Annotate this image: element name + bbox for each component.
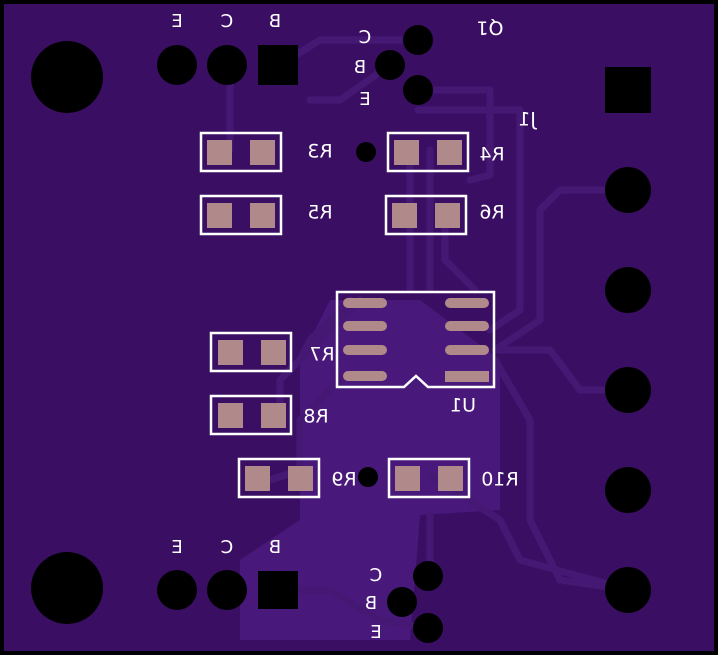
pin-label-b-bottom-q: B	[365, 593, 377, 614]
resistor-r6	[384, 194, 468, 236]
label-r9: R9	[331, 469, 356, 491]
pin-label-c-bottom-q: C	[370, 565, 383, 586]
pin-label-e-top-left: E	[171, 11, 182, 32]
resistor-r8	[209, 394, 293, 436]
resistor-r4	[386, 131, 470, 173]
label-r8: R8	[303, 406, 328, 428]
pin-b-bottom-left	[258, 571, 298, 609]
label-r7: R7	[309, 344, 334, 366]
pin-label-e-q1: E	[359, 89, 370, 110]
bottom-q-pin-b	[387, 587, 417, 617]
label-j1: J1	[518, 109, 537, 131]
label-u1: U1	[450, 395, 476, 417]
pin-label-c-bottom-left: C	[221, 537, 234, 558]
pin-c-top-left	[207, 45, 247, 85]
pin-label-b-bottom-left: B	[269, 537, 281, 558]
j1-pin-4	[605, 367, 651, 413]
pin-label-b-top-left: B	[269, 11, 281, 32]
bottom-q-pin-e	[413, 613, 443, 643]
j1-pin-3	[605, 267, 651, 313]
label-r10: R10	[481, 469, 518, 491]
resistor-r7	[209, 331, 293, 373]
via-1	[356, 142, 376, 162]
mounting-hole-bottom-left	[31, 552, 103, 624]
pin-b-top-left	[258, 45, 298, 85]
mounting-hole-top-left	[31, 41, 103, 113]
pin-e-bottom-left	[157, 570, 197, 610]
resistor-r5	[199, 194, 283, 236]
j1-pin-2	[605, 167, 651, 213]
pin-label-b-q1: B	[354, 57, 366, 78]
label-q1: Q1	[476, 17, 503, 39]
resistor-r9	[237, 457, 321, 499]
j1-pin-6	[605, 567, 651, 613]
ic-u1	[335, 290, 496, 389]
q1-pin-e	[403, 75, 433, 105]
pin-c-bottom-left	[207, 570, 247, 610]
q1-pin-c	[403, 25, 433, 55]
pin-label-e-bottom-left: E	[171, 537, 182, 558]
bottom-q-pin-c	[413, 561, 443, 591]
traces	[226, 36, 634, 632]
pin-label-e-bottom-q: E	[370, 622, 381, 643]
via-2	[358, 467, 378, 487]
label-r4: R4	[479, 144, 504, 166]
resistor-r10	[387, 457, 471, 499]
label-r5: R5	[307, 202, 332, 224]
pin-label-c-q1: C	[359, 27, 372, 48]
resistor-r3	[199, 131, 283, 173]
j1-pin-5	[605, 467, 651, 513]
pin-e-top-left	[157, 45, 197, 85]
pin-label-c-top-left: C	[221, 11, 234, 32]
j1-pin-1	[605, 67, 651, 113]
q1-pin-b	[375, 50, 405, 80]
label-r3: R3	[307, 141, 332, 163]
label-r6: R6	[479, 202, 504, 224]
